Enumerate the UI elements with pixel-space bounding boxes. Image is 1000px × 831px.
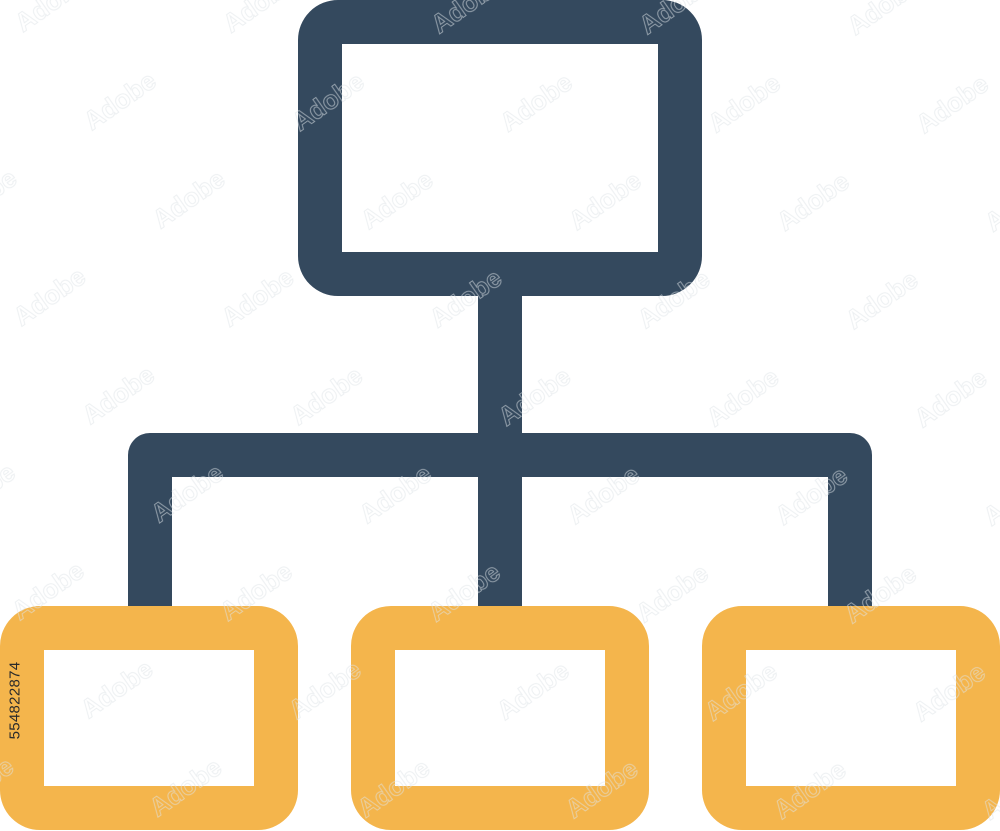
connector-lines bbox=[128, 290, 872, 612]
child-node-box-right bbox=[702, 606, 1000, 830]
stock-id-label: 554822874 bbox=[4, 590, 26, 810]
child-node-box-middle bbox=[351, 606, 649, 830]
top-node-box bbox=[298, 0, 702, 296]
stock-id-text: 554822874 bbox=[6, 661, 24, 739]
child-node-box-left bbox=[0, 606, 298, 830]
